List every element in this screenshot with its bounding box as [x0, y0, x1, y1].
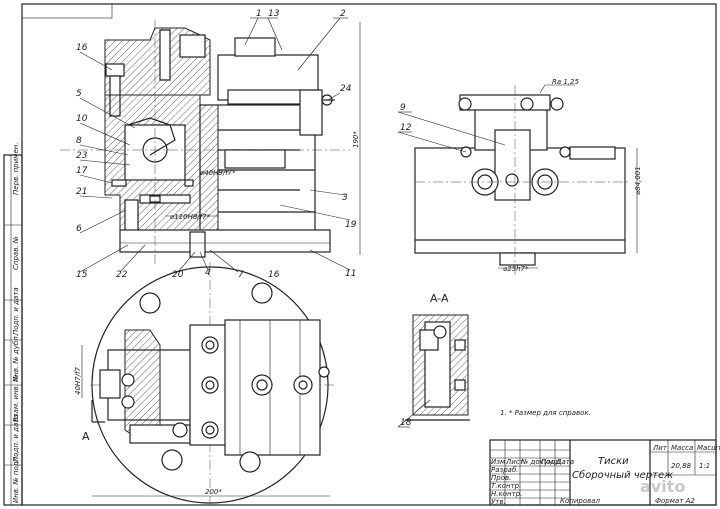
front-view [60, 20, 350, 265]
stamp-podp-1: Подп. и дата [12, 287, 20, 335]
callout-16: 16 [76, 43, 88, 53]
callout-15: 15 [76, 270, 88, 280]
stamp-podp-2: Подп. и дата [12, 414, 20, 462]
callout-3: 3 [342, 193, 348, 203]
tb-sign: Подп. [541, 458, 562, 466]
callout-10: 10 [76, 114, 88, 124]
stamp-inv-podl: Инв. № подл. [12, 455, 20, 503]
front-leaders [79, 17, 351, 273]
callout-7: 7 [238, 270, 244, 280]
tb-date: Дата [555, 458, 574, 466]
tb-format: Формат А2 [655, 497, 695, 505]
dim-200: 200* [205, 488, 222, 496]
tb-doc: № докум. [520, 458, 556, 466]
tb-nkontr: Н.контр. [491, 490, 522, 498]
side-stamp: Перв. примен. Справ. № Подп. и дата Инв.… [3, 142, 23, 506]
callout-22: 22 [116, 270, 128, 280]
watermark-logo: avito [640, 477, 685, 496]
callout-9: 9 [400, 103, 406, 113]
dim-190: 190* [352, 131, 360, 148]
callout-12: 12 [400, 123, 412, 133]
stamp-vzam: Взам. инв. № [12, 374, 20, 422]
callout-4: 4 [205, 268, 211, 278]
tb-col-mass: Масса [671, 444, 693, 452]
tb-utv: Утв. [491, 498, 506, 506]
tb-izm: Изм [491, 458, 506, 466]
tb-prov: Пров. [491, 474, 511, 482]
tb-scale-value: 1:1 [699, 462, 710, 470]
callout-20: 20 [172, 270, 184, 280]
callout-6: 6 [76, 224, 82, 234]
tb-copied: Копировал [560, 497, 601, 505]
callout-8: 8 [76, 136, 82, 146]
dim-40h7: 40H7/f7 [74, 367, 82, 395]
callout-19: 19 [345, 220, 357, 230]
callout-16b: 16 [268, 270, 280, 280]
tb-razrab: Разраб. [491, 466, 519, 474]
callout-21: 21 [76, 187, 87, 197]
stamp-perv-primen: Перв. примен. [12, 142, 20, 195]
tb-tkontr: Т.контр. [491, 482, 521, 490]
tb-col-lit: Лит [652, 444, 668, 452]
roughness-mark: Ra 1,25 [552, 78, 580, 86]
dim-84: ⌀84,001 [634, 166, 642, 195]
section-arrow-a: A [82, 430, 90, 443]
callout-2: 2 [340, 9, 346, 19]
callout-23: 23 [76, 151, 88, 161]
dim-40h9: ⌀40H9/f7* [200, 169, 236, 177]
technical-note: 1. * Размер для справок. [500, 409, 591, 417]
section-a-a: A-A 18 [397, 292, 470, 428]
tb-col-scale: Масштаб [697, 444, 720, 452]
section-label: A-A [430, 292, 449, 305]
side-view: ⌀84,001 ⌀25h7* Ra 1,25 9 12 [397, 78, 642, 275]
tb-mass-value: 20,88 [671, 462, 692, 470]
dim-110h8: ⌀110H8/f7* [170, 213, 211, 221]
stamp-inv-dubl: Инв. № дубл. [12, 334, 20, 382]
callout-1: 1 [256, 9, 262, 19]
front-callouts: 1 13 2 16 24 5 10 8 23 17 21 6 15 22 20 … [76, 9, 357, 280]
tb-title: Тиски [598, 456, 629, 467]
callout-24: 24 [340, 84, 352, 94]
callout-13: 13 [268, 9, 280, 19]
tb-list: Лист [505, 458, 525, 466]
callout-17: 17 [76, 166, 88, 176]
callout-18: 18 [400, 418, 412, 428]
dim-25h7: ⌀25h7* [503, 265, 529, 273]
callout-5: 5 [76, 89, 82, 99]
callout-11: 11 [345, 269, 356, 279]
stamp-sprav: Справ. № [12, 236, 20, 270]
top-view: A 200* 40H7/f7 [74, 262, 335, 505]
tb-subtitle: Сборочный чертеж [572, 469, 673, 481]
title-block: Лит Масса Масштаб 20,88 1:1 Тиски Сбороч… [489, 439, 720, 506]
front-dimensions: ⌀40H9/f7* ⌀110H8/f7* 190* [165, 22, 361, 255]
